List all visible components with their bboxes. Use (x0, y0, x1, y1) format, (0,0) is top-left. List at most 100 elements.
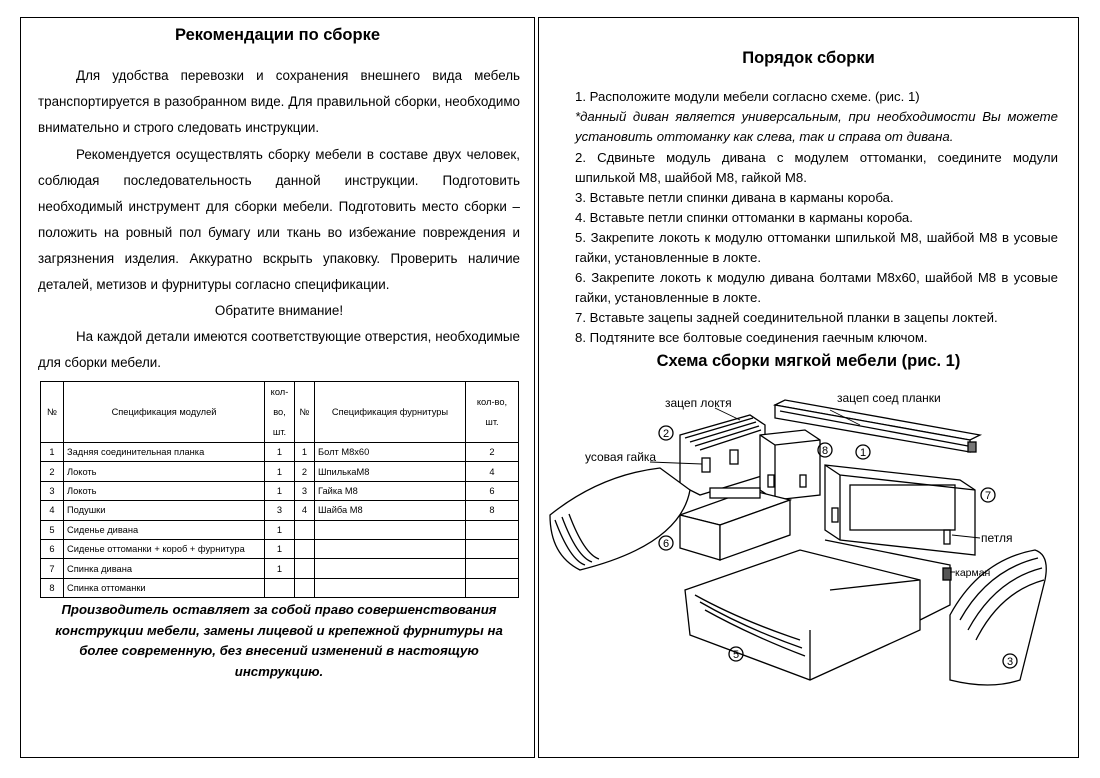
callout-3: 3 (1002, 653, 1018, 669)
table-cell: 1 (264, 558, 295, 579)
table-cell: Сиденье оттоманки + короб + фурнитура (63, 538, 265, 560)
label-pocket: карман (955, 567, 991, 579)
table-cell: Спинка дивана (63, 558, 265, 579)
left-panel (20, 17, 535, 758)
frame-pocket (824, 539, 952, 621)
svg-text:8: 8 (822, 445, 828, 457)
intro-paragraph: Для удобства перевозки и сохранения внеш… (38, 68, 520, 135)
scheme-title: Схема сборки мягкой мебели (рис. 1) (656, 352, 961, 370)
table-cell (294, 558, 315, 579)
table-cell: Гайка М8 (314, 480, 466, 502)
table-cell (264, 577, 295, 599)
table-cell: Задняя соединительная планка (63, 441, 265, 463)
table-cell (314, 538, 466, 560)
table-cell: 5 (40, 519, 64, 540)
table-cell: 1 (264, 461, 295, 482)
table-cell: 3 (40, 480, 64, 502)
col-qty-modules: кол-во,шт. (264, 381, 295, 443)
callout-7: 7 (980, 487, 996, 503)
holes-paragraph: На каждой детали имеются соответствующие… (38, 329, 520, 370)
col-num-hardware: № (294, 381, 315, 443)
step-3: 3. Вставьте петли спинки дивана в карман… (575, 190, 894, 205)
table-cell: Сиденье дивана (63, 519, 265, 540)
svg-text:7: 7 (985, 490, 991, 502)
step-2: 2. Сдвиньте модуль дивана с модулем отто… (575, 150, 1058, 185)
callout-5: 5 (728, 646, 744, 662)
table-cell: 1 (264, 480, 295, 502)
callout-1: 1 (855, 444, 871, 460)
specification-table: № Спецификация модулей кол-во,шт. № Спец… (40, 381, 519, 599)
ottoman-seat (549, 467, 691, 571)
table-cell (465, 538, 519, 560)
col-hardware: Спецификация фурнитуры (314, 381, 466, 443)
col-modules: Спецификация модулей (63, 381, 265, 443)
table-cell: 3 (294, 480, 315, 502)
callout-6: 6 (658, 535, 674, 551)
table-cell: 1 (294, 441, 315, 463)
back-plank (772, 399, 983, 453)
table-cell: Болт М8х60 (314, 441, 466, 463)
col-qty-hardware: кол-во,шт. (465, 381, 519, 443)
table-cell: 8 (40, 577, 64, 599)
right-title: Порядок сборки (742, 49, 875, 67)
table-header-row: № Спецификация модулей кол-во,шт. № Спец… (40, 381, 519, 443)
table-cell: 4 (465, 461, 519, 482)
table-cell (314, 558, 466, 579)
label-arm-hook: зацеп локтя (665, 396, 732, 410)
table-cell: 4 (40, 500, 64, 521)
sofa-seat-5 (684, 549, 921, 681)
universal-note: *данный диван является универсальным, пр… (575, 109, 1058, 144)
table-cell: 2 (294, 461, 315, 482)
label-plank-hook: зацеп соед планки (837, 391, 941, 405)
manufacturer-disclaimer: Производитель оставляет за собой право с… (55, 602, 503, 679)
step-1: 1. Расположите модули мебели согласно сх… (575, 89, 920, 104)
box-6 (677, 487, 793, 561)
table-cell: 1 (264, 538, 295, 560)
table-cell (314, 577, 466, 599)
step-8: 8. Подтяните все болтовые соединения гае… (575, 330, 928, 345)
col-num-modules: № (40, 381, 64, 443)
attention-note: Обратите внимание! (214, 303, 344, 318)
table-cell: 7 (40, 558, 64, 579)
table-cell: 3 (264, 500, 295, 521)
svg-text:2: 2 (663, 428, 669, 440)
table-cell (465, 519, 519, 540)
ottoman-back-8 (759, 429, 821, 501)
svg-text:1: 1 (860, 447, 866, 459)
step-7: 7. Вставьте зацепы задней соединительной… (575, 310, 998, 325)
table-cell: Локоть (63, 480, 265, 502)
label-nut: усовая гайка (585, 450, 656, 464)
table-cell: Спинка оттоманки (63, 577, 265, 599)
table-cell: 6 (465, 480, 519, 502)
table-cell (465, 577, 519, 599)
table-cell: 1 (40, 441, 64, 463)
svg-text:6: 6 (663, 538, 669, 550)
arm-3 (949, 549, 1047, 686)
table-cell (294, 538, 315, 560)
assembly-diagram: зацеп локтя зацеп соед планки усовая гай… (549, 391, 1047, 686)
step-6: 6. Закрепите локоть к модулю дивана болт… (575, 270, 1058, 305)
step-4: 4. Вставьте петли спинки оттоманки в кар… (575, 210, 913, 225)
arm-2 (679, 414, 766, 496)
callout-2: 2 (658, 425, 674, 441)
right-panel (538, 17, 1079, 758)
table-cell: 4 (294, 500, 315, 521)
table-cell (314, 519, 466, 540)
table-cell: ШпилькаМ8 (314, 461, 466, 482)
table-cell: 2 (40, 461, 64, 482)
sofa-back-7 (824, 464, 976, 556)
recommendation-paragraph: Рекомендуется осуществлять сборку мебели… (38, 147, 520, 292)
table-cell (294, 519, 315, 540)
step-5: 5. Закрепите локоть к модулю оттоманки ш… (575, 230, 1058, 265)
table-cell (465, 558, 519, 579)
table-cell: 8 (465, 500, 519, 521)
diagram-leaders (649, 407, 981, 573)
